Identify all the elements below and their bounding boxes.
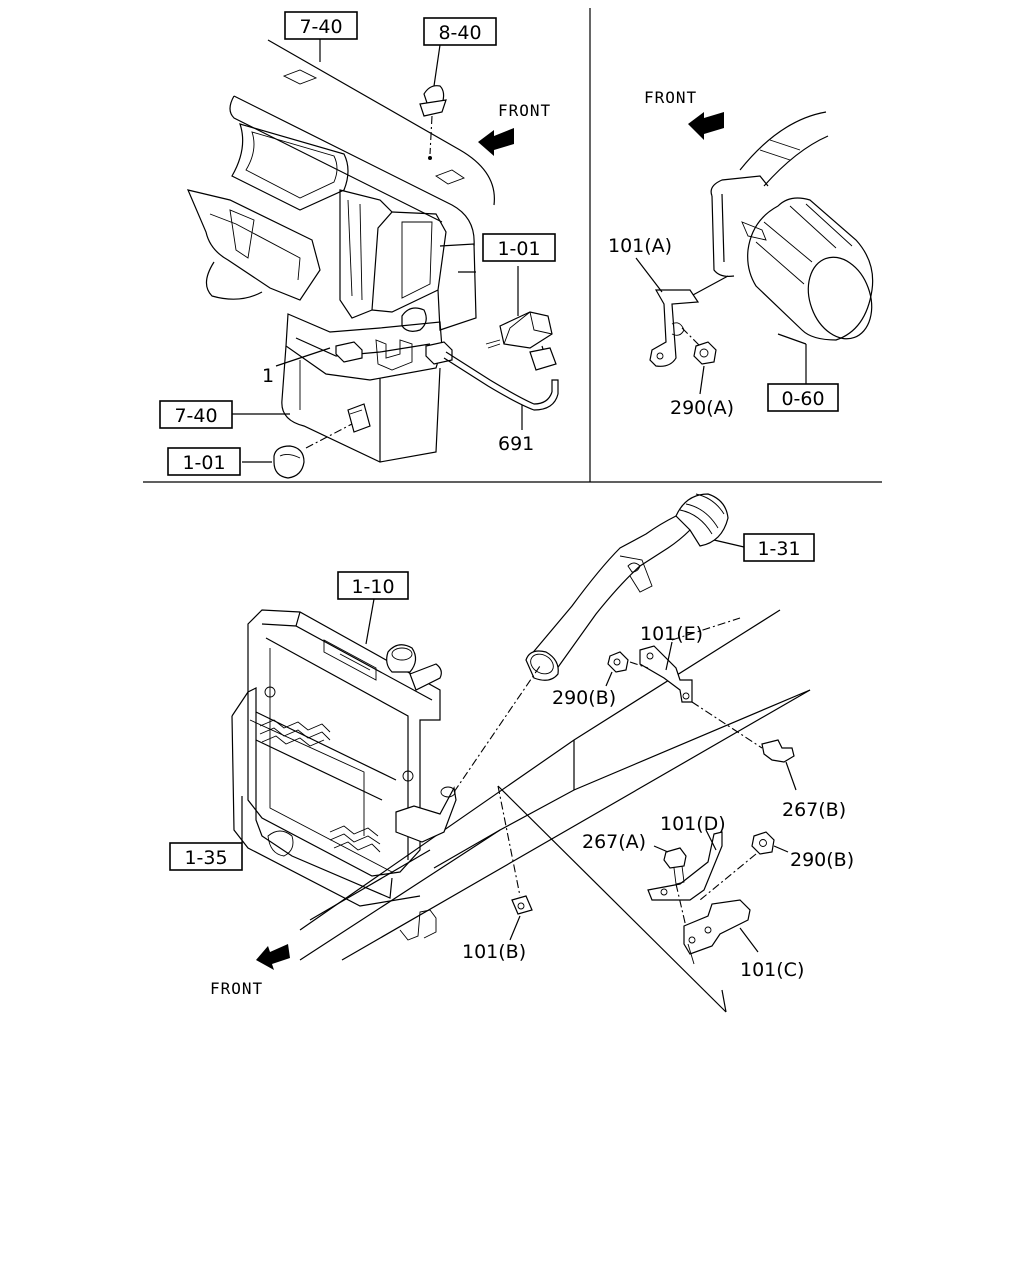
ref-box-1-35: 1-35 (169, 842, 243, 871)
callout-290a: 290(A) (670, 397, 734, 419)
clip-part (419, 85, 447, 160)
front-label: FRONT (498, 101, 551, 120)
svg-text:8-40: 8-40 (438, 22, 481, 44)
svg-text:1-35: 1-35 (184, 847, 227, 869)
bracket-101d (647, 829, 723, 901)
callout-101a: 101(A) (608, 235, 672, 257)
front-arrow-icon-right (688, 112, 724, 140)
svg-text:1-31: 1-31 (757, 538, 800, 560)
nut-290b-upper (605, 651, 649, 687)
bolt-267b (691, 701, 797, 791)
clip-101b (509, 895, 533, 941)
detail-frame (497, 785, 727, 1013)
callout-1: 1 (262, 365, 274, 387)
panel-dividers (143, 8, 882, 483)
bracket-101e (639, 617, 741, 703)
bottom-leaders (241, 598, 375, 843)
bracket-101a (635, 257, 700, 367)
svg-text:1-01: 1-01 (497, 238, 540, 260)
top-left-leaders (232, 39, 331, 463)
svg-text:7-40: 7-40 (174, 405, 217, 427)
front-label-bottom: FRONT (210, 979, 263, 998)
intake-pipe (453, 493, 745, 793)
ref-box-8-40: 8-40 (423, 17, 497, 46)
callout-101c: 101(C) (740, 959, 804, 981)
ref-box-1-01-left: 1-01 (167, 447, 241, 476)
ref-box-7-40-top: 7-40 (284, 11, 358, 40)
svg-text:1-01: 1-01 (182, 452, 225, 474)
callout-101b: 101(B) (462, 941, 526, 963)
knob-part (273, 423, 353, 479)
front-arrow-icon (478, 128, 514, 156)
callout-101d: 101(D) (660, 813, 726, 835)
ref-box-1-10: 1-10 (337, 571, 409, 600)
switch-connector-part (443, 266, 559, 430)
ref-box-1-31: 1-31 (743, 533, 815, 562)
ref-box-7-40-left: 7-40 (159, 400, 233, 429)
svg-text:1-10: 1-10 (351, 576, 394, 598)
callout-691: 691 (498, 433, 534, 455)
radiator-drawing (231, 609, 457, 907)
svg-text:0-60: 0-60 (781, 388, 824, 410)
callout-290b-top: 290(B) (552, 687, 616, 709)
nut-290a (681, 327, 717, 395)
callout-101e: 101(E) (640, 623, 703, 645)
nut-290b-right (699, 831, 789, 901)
motor-drawing (679, 111, 874, 384)
callout-267a: 267(A) (582, 831, 646, 853)
ref-box-0-60: 0-60 (767, 383, 839, 412)
front-label-right: FRONT (644, 88, 697, 107)
front-arrow-icon-bottom (256, 944, 290, 970)
callout-267b: 267(B) (782, 799, 846, 821)
svg-text:7-40: 7-40 (299, 16, 342, 38)
ref-box-1-01-right: 1-01 (482, 233, 556, 262)
dashboard-drawing (186, 39, 495, 463)
bracket-101c (683, 899, 759, 965)
callout-290b-right: 290(B) (790, 849, 854, 871)
core-hatch (259, 719, 381, 853)
